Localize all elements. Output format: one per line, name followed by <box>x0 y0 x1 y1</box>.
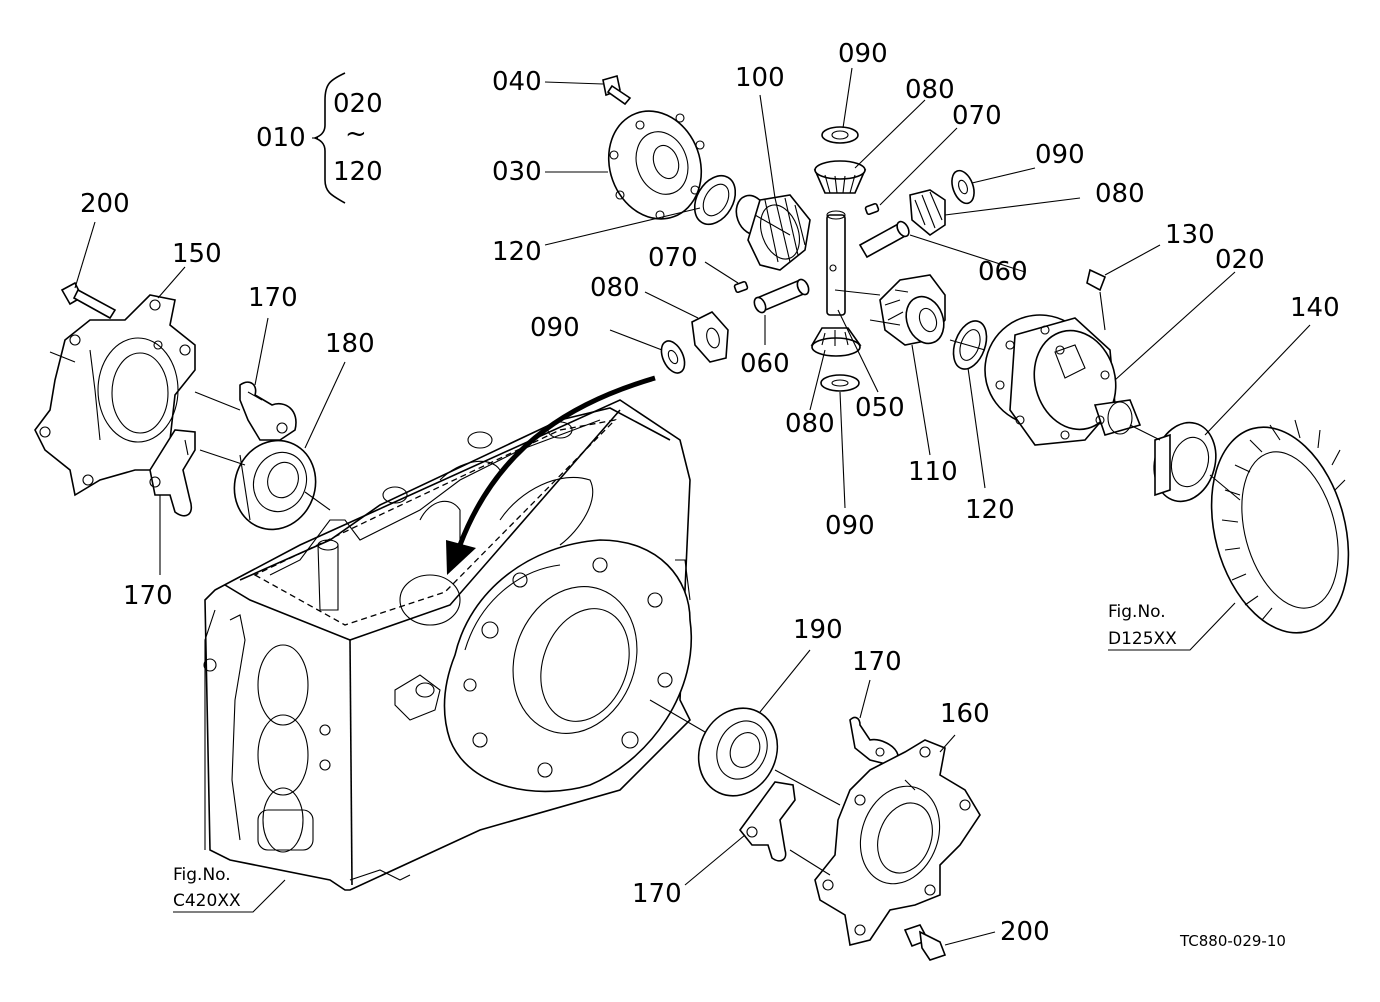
label-080-top: 080 <box>905 75 955 105</box>
bolt-130 <box>1086 268 1107 292</box>
figure-ref-d125: Fig.No. D125XX <box>1108 602 1177 649</box>
label-080-right: 080 <box>1095 179 1145 209</box>
pinion-gear-080-left <box>691 311 729 363</box>
label-120-range: 120 <box>333 157 383 187</box>
pin-070-mid <box>733 280 749 294</box>
label-020: 020 <box>1215 245 1265 275</box>
label-range-tilde: ~ <box>345 119 367 149</box>
ring-gear <box>1210 419 1350 634</box>
bearing-140 <box>1153 421 1217 503</box>
axis-line-left <box>49 351 331 511</box>
short-shaft-060-mid <box>753 278 810 314</box>
bolt-040 <box>602 74 632 106</box>
axis-line-diff <box>834 289 1241 501</box>
label-110: 110 <box>908 457 958 487</box>
washer-120-left <box>693 174 737 226</box>
shim-170-right-upper <box>849 716 899 766</box>
label-070-top: 070 <box>952 101 1002 131</box>
fig-ref-d125-code: D125XX <box>1108 629 1177 649</box>
shim-170-upper <box>239 381 297 441</box>
label-190: 190 <box>793 615 843 645</box>
bolt-200-top <box>60 281 117 320</box>
label-060-mid: 060 <box>740 349 790 379</box>
leader-lines <box>74 67 1311 946</box>
drawing-code: TC880-029-10 <box>1179 932 1286 950</box>
label-040: 040 <box>492 67 542 97</box>
label-090-bottom: 090 <box>825 511 875 541</box>
shim-170-right-lower <box>738 781 796 862</box>
label-010: 010 <box>256 123 306 153</box>
label-050: 050 <box>855 393 905 423</box>
label-200-top: 200 <box>80 189 130 219</box>
bearing-holder-160 <box>814 739 981 946</box>
label-090-left: 090 <box>530 313 580 343</box>
shim-170-lower <box>149 429 196 517</box>
pinion-gear-080-bottom <box>810 327 862 357</box>
label-090-right: 090 <box>1035 140 1085 170</box>
differential-case-020 <box>984 314 1142 446</box>
short-shaft-060-right <box>858 220 910 259</box>
axis-line-right <box>649 699 841 876</box>
label-120-right: 120 <box>965 495 1015 525</box>
label-090-top: 090 <box>838 39 888 69</box>
pinion-shaft-050 <box>826 210 846 316</box>
thrust-washer-090-bottom <box>820 374 860 392</box>
label-170-left: 170 <box>123 581 173 611</box>
pinion-gear-080-top <box>813 160 867 194</box>
thrust-washer-090-top <box>821 126 859 144</box>
pinion-gear-080-right <box>909 189 946 236</box>
bearing-180 <box>233 439 317 531</box>
label-130: 130 <box>1165 220 1215 250</box>
thrust-washer-090-left <box>660 340 686 374</box>
side-gear-100 <box>735 194 811 271</box>
pin-070-top <box>864 202 880 216</box>
label-180: 180 <box>325 329 375 359</box>
thrust-washer-090-right <box>951 169 975 205</box>
label-020-range: 020 <box>333 89 383 119</box>
bearing-190 <box>697 707 779 797</box>
bolt-200-bottom <box>903 924 947 961</box>
part-labels: 010 020 ~ 120 040 030 100 090 080 070 09… <box>80 39 1340 947</box>
label-150: 150 <box>172 239 222 269</box>
label-120-left: 120 <box>492 237 542 267</box>
transmission-case <box>203 399 693 891</box>
label-170-right: 170 <box>852 647 902 677</box>
side-gear-110 <box>879 274 946 346</box>
label-070-mid: 070 <box>648 243 698 273</box>
label-030: 030 <box>492 157 542 187</box>
figure-ref-c420: Fig.No. C420XX <box>173 865 241 911</box>
fig-ref-c420-title: Fig.No. <box>173 865 231 885</box>
label-170-top: 170 <box>248 283 298 313</box>
assembly-arrow <box>446 375 656 575</box>
label-080-left: 080 <box>590 273 640 303</box>
label-140: 140 <box>1290 293 1340 323</box>
label-080-bottom: 080 <box>785 409 835 439</box>
fig-ref-c420-code: C420XX <box>173 891 241 911</box>
label-200-bottom: 200 <box>1000 917 1050 947</box>
label-170-bottom: 170 <box>632 879 682 909</box>
diff-cover-030 <box>607 110 705 220</box>
label-160: 160 <box>940 699 990 729</box>
label-060-right: 060 <box>978 257 1028 287</box>
label-100: 100 <box>735 63 785 93</box>
fig-ref-d125-title: Fig.No. <box>1108 602 1166 622</box>
